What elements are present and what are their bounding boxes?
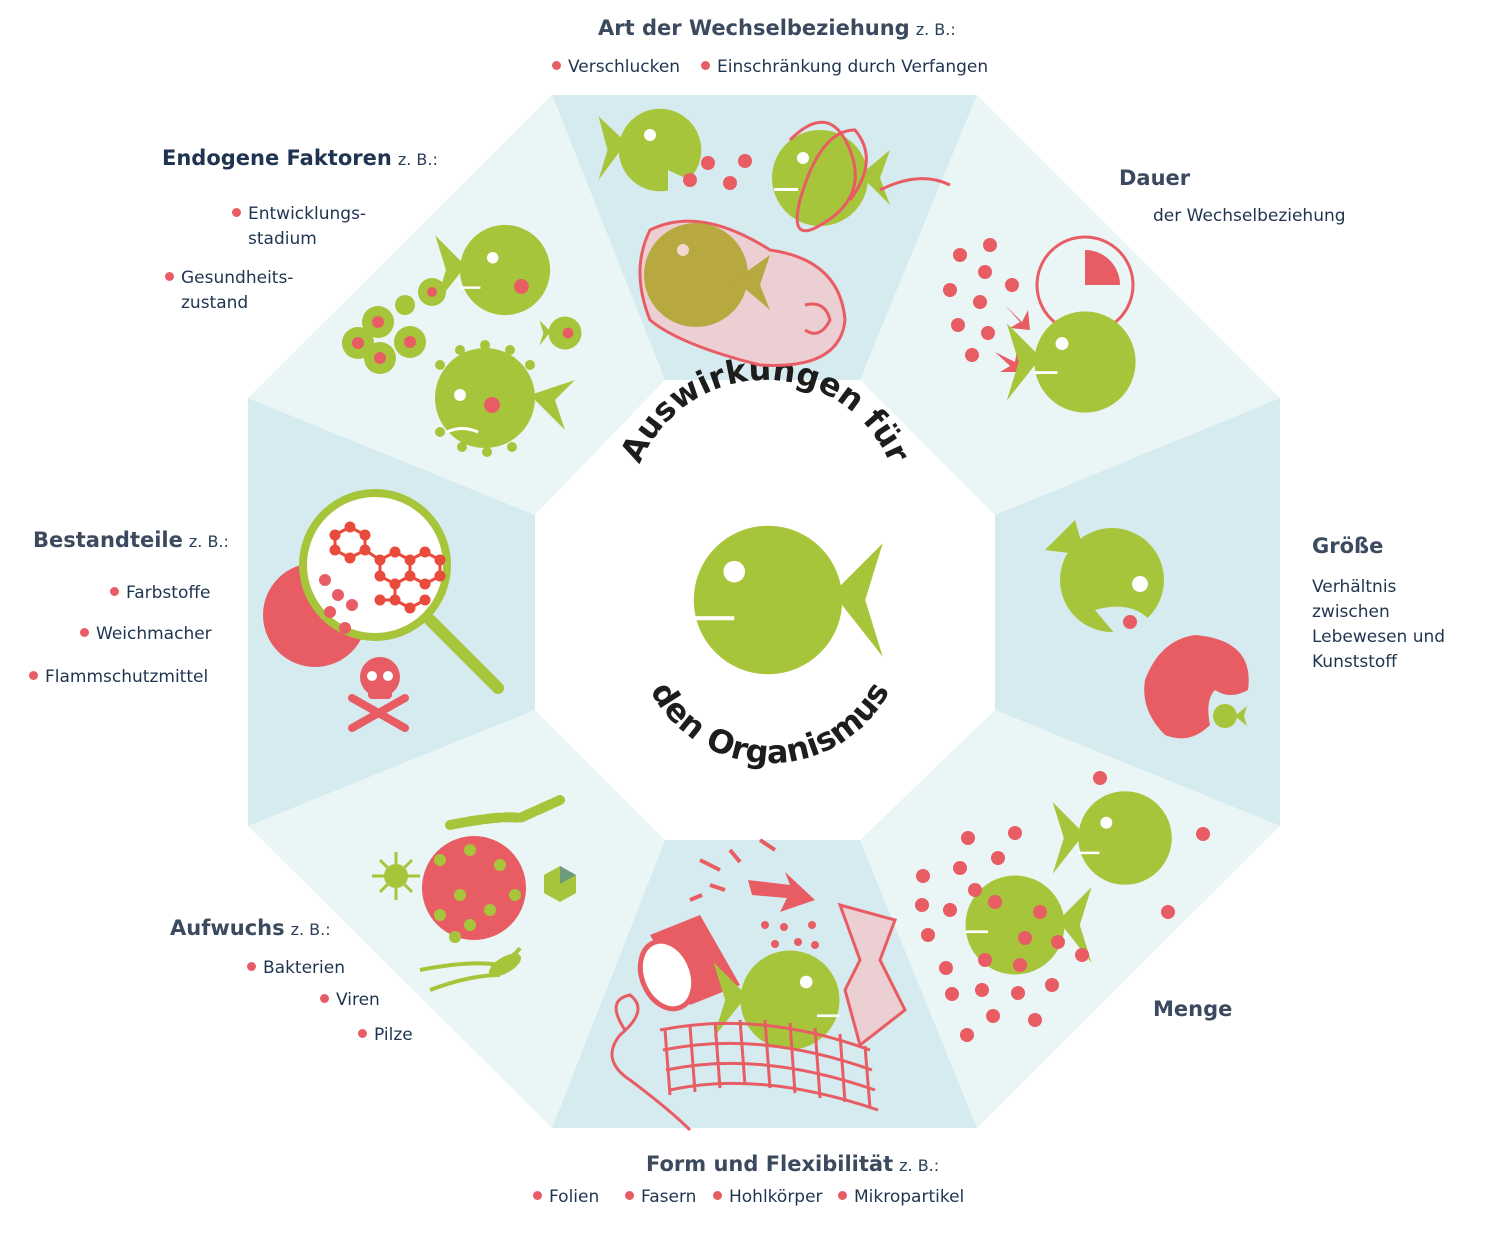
bullet-icon	[80, 627, 89, 637]
fish-eating-particles-icon	[598, 108, 752, 195]
bullet-icon	[358, 1028, 367, 1038]
endogen-zb: z. B.:	[397, 150, 438, 169]
fish-in-plastic-icon	[638, 219, 847, 367]
form-item-2: Hohlkörper	[713, 1187, 823, 1207]
art-item-0-text: Verschlucken	[568, 57, 681, 77]
dauer-title: Dauer	[1119, 166, 1191, 190]
art-item-1: Einschränkung durch Verfangen	[701, 57, 988, 77]
endogen-title-text: Endogene Faktoren	[162, 146, 392, 170]
fish-icon	[539, 316, 582, 350]
aufwuchs-item-2-text: Pilze	[374, 1025, 413, 1045]
bestandteile-title: Bestandteile z. B.:	[33, 528, 229, 552]
pufferfish-icon	[435, 340, 575, 457]
form-title-text: Form und Flexibilität	[646, 1152, 894, 1176]
bullet-icon	[701, 60, 710, 70]
panel-top-left	[248, 95, 665, 515]
endogen-item-1: Gesundheits- zustand	[165, 266, 293, 316]
aufwuchs-title: Aufwuchs z. B.:	[170, 916, 331, 940]
groesse-text: Verhältnis zwischen Lebewesen und Kunsts…	[1312, 577, 1446, 672]
form-item-3-text: Mikropartikel	[854, 1187, 965, 1207]
art-title: Art der Wechselbeziehung z. B.:	[598, 16, 956, 40]
dauer-subtitle: der Wechselbeziehung	[1153, 206, 1346, 226]
endogen-item-0: Entwicklungs- stadium	[232, 202, 366, 252]
fish-icon	[1006, 311, 1136, 413]
form-item-3: Mikropartikel	[838, 1187, 964, 1207]
arrow-icon	[689, 838, 815, 912]
fish-eggs-icon	[342, 278, 446, 374]
magnifier-icon	[299, 489, 504, 694]
bullet-icon	[320, 993, 329, 1003]
endogen-item-1-text: Gesundheits- zustand	[181, 268, 294, 313]
fish-entangled-icon	[772, 120, 951, 233]
bestandteile-title-text: Bestandteile	[33, 528, 183, 552]
bullet-icon	[110, 586, 119, 596]
fish-icon	[1052, 791, 1172, 885]
art-title-text: Art der Wechselbeziehung	[598, 16, 910, 40]
bacteria-icon	[422, 795, 565, 943]
bullet-icon	[533, 1190, 542, 1200]
form-item-0: Folien	[533, 1187, 599, 1207]
aufwuchs-item-0: Bakterien	[247, 958, 345, 978]
form-title: Form und Flexibilität z. B.:	[646, 1152, 939, 1176]
aufwuchs-item-2: Pilze	[358, 1025, 413, 1045]
bullet-icon	[247, 961, 256, 971]
bestandteile-item-1-text: Weichmacher	[96, 624, 212, 644]
plastic-blob-icon	[1144, 635, 1249, 739]
groesse-title: Größe	[1312, 534, 1384, 558]
center-fish-icon	[693, 525, 883, 675]
panel-top-right	[860, 95, 1280, 515]
fish-icon	[965, 875, 1092, 975]
art-item-1-text: Einschränkung durch Verfangen	[717, 57, 989, 77]
aufwuchs-item-1: Viren	[320, 990, 380, 1010]
plastic-bottle-icon	[637, 915, 740, 1012]
bullet-icon	[232, 208, 241, 217]
arrow-icon	[995, 305, 1030, 372]
fish-icon	[435, 224, 551, 316]
endogen-title: Endogene Faktoren z. B.:	[162, 146, 438, 170]
microplastic-particles-icon	[915, 771, 1210, 1042]
bullet-icon	[713, 1190, 722, 1200]
form-zb: z. B.:	[899, 1156, 940, 1175]
art-item-0: Verschlucken	[552, 57, 680, 77]
fish-icon	[713, 950, 840, 1050]
aufwuchs-item-1-text: Viren	[336, 990, 380, 1010]
bullet-icon	[165, 272, 174, 281]
bullet-icon	[838, 1190, 847, 1200]
bestandteile-item-2-text: Flammschutzmittel	[45, 667, 209, 687]
skull-icon	[348, 657, 409, 732]
bullet-icon	[625, 1190, 634, 1200]
bestandteile-zb: z. B.:	[188, 532, 229, 551]
plastic-film-icon	[837, 902, 907, 1048]
bestandteile-item-2: Flammschutzmittel	[29, 667, 208, 687]
form-item-2-text: Hohlkörper	[729, 1187, 823, 1207]
menge-title: Menge	[1153, 997, 1233, 1021]
microplastic-particles-icon	[943, 238, 1019, 362]
aufwuchs-item-0-text: Bakterien	[263, 958, 345, 978]
aufwuchs-zb: z. B.:	[290, 920, 331, 939]
virus-icon	[372, 852, 420, 900]
bestandteile-item-0: Farbstoffe	[110, 583, 211, 603]
bullet-icon	[552, 60, 561, 70]
net-icon	[610, 993, 879, 1132]
endogen-item-0-text: Entwicklungs- stadium	[248, 204, 367, 249]
aufwuchs-title-text: Aufwuchs	[170, 916, 285, 940]
molecule-icon	[319, 521, 446, 634]
crystal-icon	[544, 866, 576, 902]
bestandteile-item-1: Weichmacher	[80, 624, 212, 644]
bestandteile-item-0-text: Farbstoffe	[126, 583, 211, 603]
microplastic-particles-icon	[761, 921, 819, 949]
fish-eating-particles-icon	[1045, 520, 1164, 640]
form-item-1-text: Fasern	[641, 1187, 697, 1207]
bullet-icon	[29, 670, 38, 680]
form-item-1: Fasern	[625, 1187, 696, 1207]
art-zb: z. B.:	[915, 20, 956, 39]
fungus-icon	[419, 946, 522, 992]
form-item-0-text: Folien	[549, 1187, 600, 1207]
